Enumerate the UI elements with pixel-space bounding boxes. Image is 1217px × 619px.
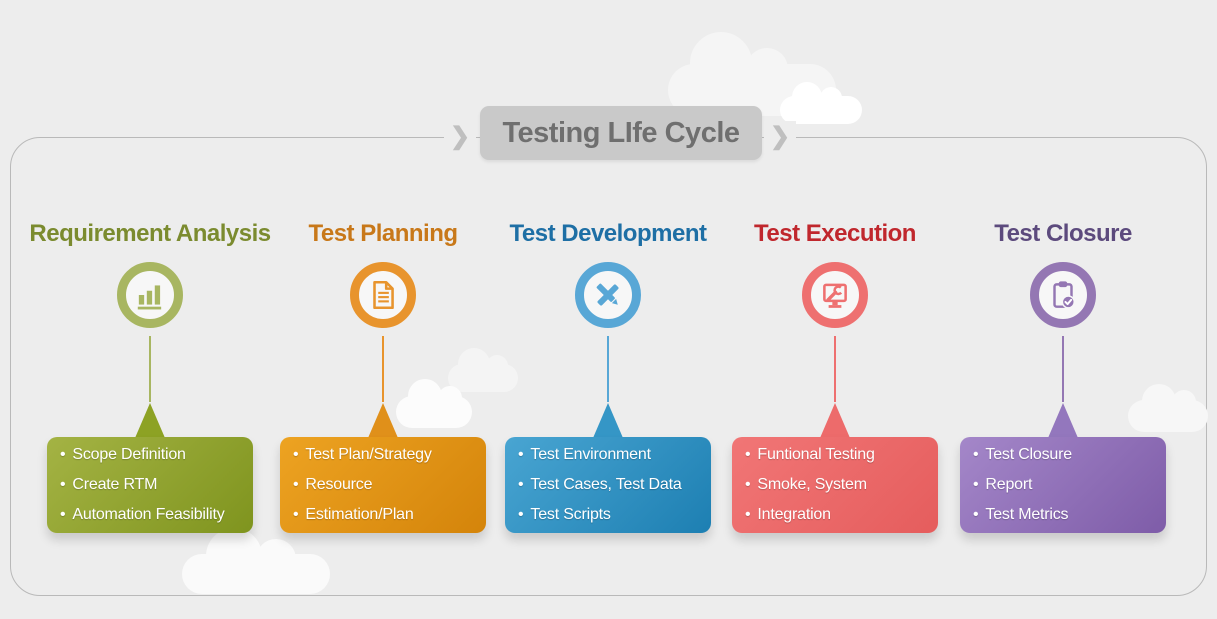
list-item-label: Test Environment — [530, 446, 651, 463]
list-item-label: Test Scripts — [530, 506, 611, 523]
stage-bubble: • Test Plan/Strategy • Resource • Estimatio… — [280, 437, 486, 533]
stage-title: Test Planning — [308, 220, 458, 247]
list-item-label: Funtional Testing — [757, 446, 875, 463]
list-item: • Test Environment — [518, 440, 711, 470]
stage-test-planning: Test Planning • Test Plan/Strategy • Resou… — [278, 218, 488, 548]
stage-icon-ring — [575, 262, 641, 328]
cloud — [780, 82, 862, 124]
list-item-label: Test Metrics — [985, 506, 1069, 523]
bullet-icon: • — [973, 446, 979, 463]
stage-test-closure: Test Closure • Test Closure • Report • Test… — [958, 218, 1168, 548]
list-item-label: Automation Feasibility — [72, 506, 225, 523]
list-item-label: Resource — [305, 476, 373, 493]
chevron-right-icon: ❯ — [444, 121, 477, 153]
stage-item-list: • Test Environment • Test Cases, Test Data… — [518, 440, 711, 530]
bullet-icon: • — [293, 476, 299, 493]
stage-icon-ring — [1030, 262, 1096, 328]
bullet-icon: • — [293, 506, 299, 523]
bullet-icon: • — [973, 506, 979, 523]
cloud — [1128, 384, 1208, 432]
list-item-label: Test Plan/Strategy — [305, 446, 432, 463]
cloud — [396, 379, 472, 428]
bullet-icon: • — [745, 506, 751, 523]
connector-line — [382, 336, 384, 402]
bar-chart-icon — [137, 285, 162, 310]
stage-title: Requirement Analysis — [29, 220, 271, 247]
bubble-pointer — [820, 403, 850, 438]
stage-bubble: • Scope Definition • Create RTM • Automatio… — [47, 437, 253, 533]
list-item-label: Test Cases, Test Data — [530, 476, 682, 493]
list-item-label: Test Closure — [985, 446, 1072, 463]
list-item: • Resource — [293, 470, 486, 500]
list-item: • Smoke, System — [745, 470, 938, 500]
bubble-pointer — [368, 403, 398, 438]
chevron-right-icon: ❯ — [764, 121, 797, 153]
bullet-icon: • — [518, 506, 524, 523]
bullet-icon: • — [745, 476, 751, 493]
bullet-icon: • — [60, 476, 66, 493]
bullet-icon: • — [518, 446, 524, 463]
stage-test-execution: Test Execution • Funtional Testing • Smoke… — [730, 218, 940, 548]
stage-test-development: Test Development •Test Environment •T — [503, 218, 713, 548]
connector-line — [607, 336, 609, 402]
crossed-tools-icon — [596, 283, 619, 306]
stage-item-list: • Test Closure • Report • Test Metrics — [973, 440, 1166, 530]
stage-title: Test Closure — [994, 220, 1132, 247]
list-item: • Create RTM — [60, 470, 253, 500]
stage-requirement-analysis: Requirement Analysis • Scope Definition •… — [29, 218, 271, 548]
list-item-label: Integration — [757, 506, 831, 523]
list-item-label: Estimation/Plan — [305, 506, 414, 523]
list-item: • Test Cases, Test Data — [518, 470, 711, 500]
connector-line — [1062, 336, 1064, 402]
stage-bubble: • Test Closure • Report • Test Metrics — [960, 437, 1166, 533]
cloud — [182, 528, 330, 594]
stage-icon-ring — [350, 262, 416, 328]
bubble-pointer — [135, 403, 165, 438]
bullet-icon: • — [60, 506, 66, 523]
document-icon — [373, 280, 394, 310]
list-item: • Automation Feasibility — [60, 500, 253, 530]
bullet-icon: • — [745, 446, 751, 463]
list-item: • Test Closure — [973, 440, 1166, 470]
stage-icon-ring — [802, 262, 868, 328]
list-item-label: Create RTM — [72, 476, 158, 493]
list-item: • Test Scripts — [518, 500, 711, 530]
bullet-icon: • — [518, 476, 524, 493]
stage-bubble: • Test Environment • Test Cases, Test Data… — [505, 437, 711, 533]
bullet-icon: • — [60, 446, 66, 463]
list-item: • Scope Definition — [60, 440, 253, 470]
list-item: • Test Plan/Strategy — [293, 440, 486, 470]
list-item-label: Smoke, System — [757, 476, 867, 493]
stage-item-list: • Scope Definition • Create RTM • Automatio… — [60, 440, 253, 530]
connector-line — [149, 336, 151, 402]
bubble-pointer — [593, 403, 623, 438]
list-item: • Funtional Testing — [745, 440, 938, 470]
list-item: • Estimation/Plan — [293, 500, 486, 530]
bullet-icon: • — [973, 476, 979, 493]
page-title: Testing LIfe Cycle — [480, 106, 762, 160]
monitor-wrench-icon — [823, 283, 847, 308]
stage-item-list: • Funtional Testing • Smoke, System • Integ… — [745, 440, 938, 530]
stage-item-list: • Test Plan/Strategy • Resource • Estimatio… — [293, 440, 486, 530]
stage-title: Test Execution — [754, 220, 916, 247]
stage-bubble: • Funtional Testing • Smoke, System • Integ… — [732, 437, 938, 533]
clipboard-check-icon — [1053, 281, 1076, 309]
bullet-icon: • — [293, 446, 299, 463]
list-item: • Report — [973, 470, 1166, 500]
stage-icon-ring — [117, 262, 183, 328]
list-item: • Test Metrics — [973, 500, 1166, 530]
cloud — [448, 348, 518, 392]
connector-line — [834, 336, 836, 402]
list-item-label: Scope Definition — [72, 446, 186, 463]
list-item-label: Report — [985, 476, 1033, 493]
stage-title: Test Development — [509, 220, 707, 247]
list-item: • Integration — [745, 500, 938, 530]
bubble-pointer — [1048, 403, 1078, 438]
